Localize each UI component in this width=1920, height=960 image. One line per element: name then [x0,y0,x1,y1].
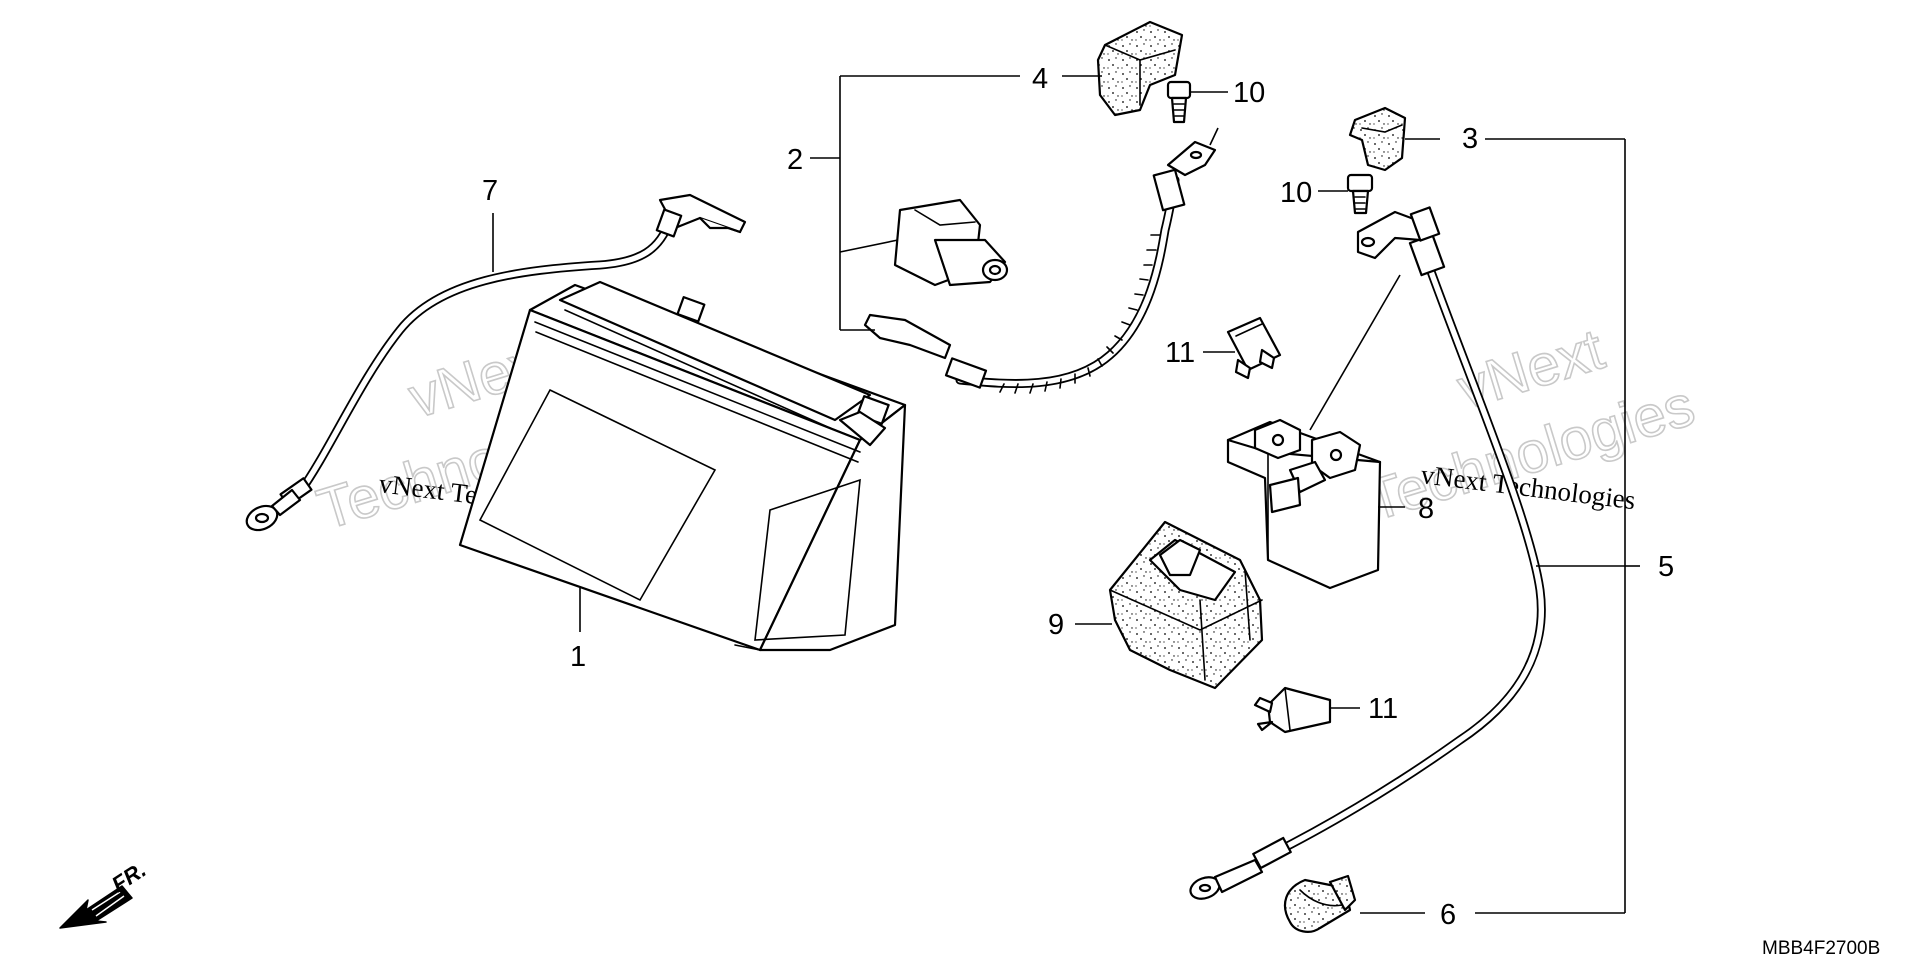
callout-10-upper: 10 [1233,77,1265,109]
callout-7: 7 [482,175,498,207]
starter-relay[interactable] [1226,418,1382,590]
terminal-boot[interactable] [1283,874,1357,933]
callout-10-lower: 10 [1280,177,1312,209]
callout-3: 3 [1462,123,1478,155]
callout-5: 5 [1658,551,1674,583]
callout-2: 2 [787,144,803,176]
negative-cable[interactable] [243,193,747,535]
fuse-lower[interactable] [1253,686,1332,734]
positive-cable[interactable] [1187,206,1546,902]
battery[interactable] [458,280,907,652]
bolt-upper[interactable] [1166,80,1192,124]
callout-1: 1 [570,641,586,673]
callout-4: 4 [1032,63,1048,95]
callout-6: 6 [1440,899,1456,931]
bolt-lower[interactable] [1346,173,1374,215]
callouts: 1 2 3 4 5 6 7 8 9 10 10 11 11 [482,63,1674,931]
leader-lines [492,75,1640,914]
callout-11-upper: 11 [1165,337,1195,369]
starter-cable[interactable] [863,140,1217,394]
callout-8: 8 [1418,493,1434,525]
terminal-cap-positive[interactable] [1348,106,1407,172]
front-direction-indicator: FR. [59,857,150,929]
relay-cover[interactable] [1108,520,1264,690]
terminal-cover[interactable] [893,198,1009,287]
diagram-code: MBB4F2700B [1762,938,1880,959]
callout-11-lower: 11 [1368,693,1398,725]
fuse-upper[interactable] [1226,316,1282,380]
terminal-cap[interactable] [1096,20,1184,117]
callout-9: 9 [1048,609,1064,641]
